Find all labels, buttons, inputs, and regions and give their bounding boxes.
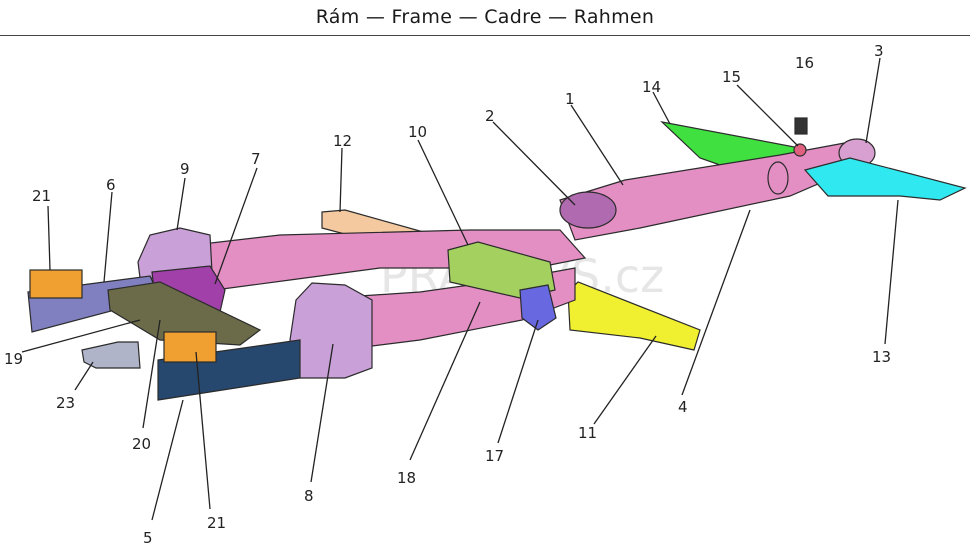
- label-part-13: 13: [872, 348, 891, 366]
- label-part-12: 12: [333, 132, 352, 150]
- label-part-3: 3: [874, 42, 884, 60]
- label-part-10: 10: [408, 123, 427, 141]
- bracket-11: [567, 281, 701, 351]
- label-part-1: 1: [565, 90, 575, 108]
- bracket-17: [519, 284, 557, 331]
- frame-head-8: [289, 282, 373, 379]
- crossmember-20: [107, 281, 262, 346]
- label-part-9: 9: [180, 160, 190, 178]
- label-part-14: 14: [642, 78, 661, 96]
- label-part-8: 8: [304, 487, 314, 505]
- label-part-11: 11: [578, 424, 597, 442]
- bolt-assembly-23: [81, 341, 141, 369]
- cap-15: [793, 143, 807, 157]
- label-part-4: 4: [678, 398, 688, 416]
- fender-13: [803, 157, 967, 201]
- label-part-19: 19: [4, 350, 23, 368]
- label-part-6: 6: [106, 176, 116, 194]
- label-part-7: 7: [251, 150, 261, 168]
- label-part-18: 18: [397, 469, 416, 487]
- bracket-21-right: [163, 331, 217, 363]
- label-part-16: 16: [795, 54, 814, 72]
- label-part-23: 23: [56, 394, 75, 412]
- label-part-17: 17: [485, 447, 504, 465]
- label-part-21-top: 21: [32, 187, 51, 205]
- bracket-21-left: [29, 269, 83, 299]
- bracket-10: [447, 241, 556, 299]
- diagram-title: Rám — Frame — Cadre — Rahmen: [315, 6, 655, 28]
- leader-lines: [21, 57, 899, 521]
- label-part-5: 5: [143, 529, 153, 547]
- label-part-20: 20: [132, 435, 151, 453]
- label-part-2: 2: [485, 107, 495, 125]
- main-tube-rear-ring: [767, 161, 789, 195]
- label-part-21-bottom: 21: [207, 514, 226, 532]
- title-divider: [0, 35, 970, 36]
- main-tube-front-ring: [559, 191, 617, 229]
- label-part-15: 15: [722, 68, 741, 86]
- bushing-16: [794, 117, 808, 135]
